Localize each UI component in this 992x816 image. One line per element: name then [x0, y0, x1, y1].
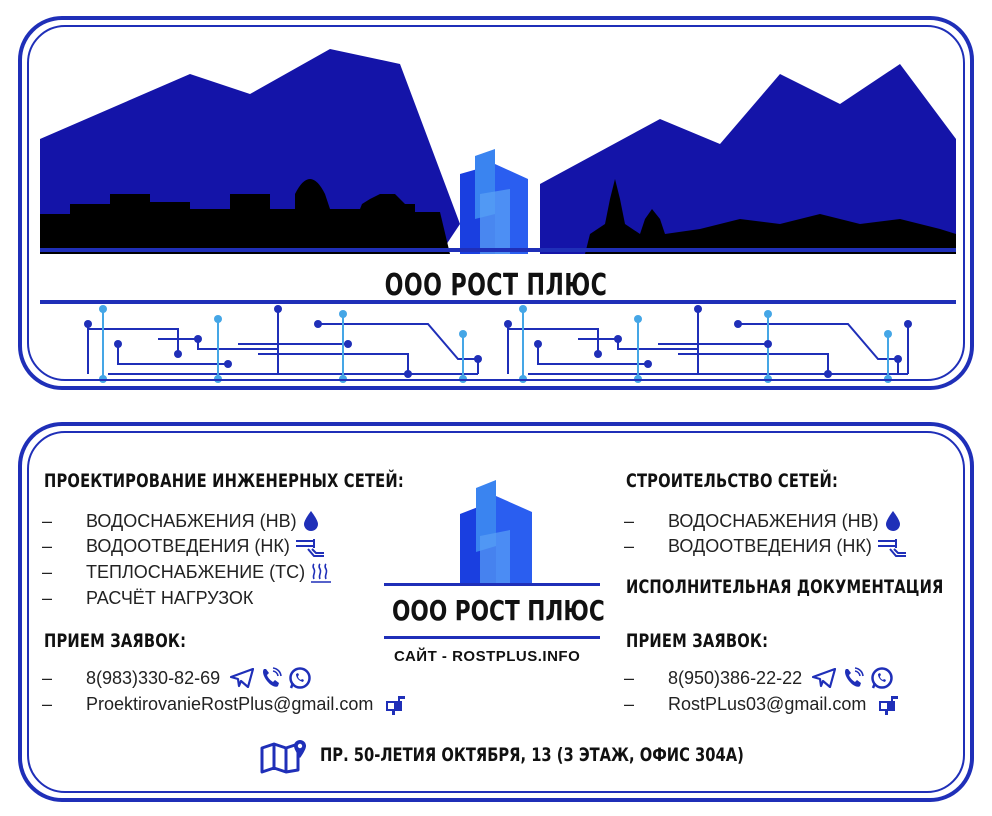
whatsapp-icon[interactable] [288, 666, 312, 690]
right-email-row: – RostPLus03@gmail.com [624, 694, 900, 715]
left-phone-link[interactable]: 8(983)330-82-69 [86, 667, 221, 688]
viber-icon[interactable] [842, 667, 864, 689]
left-service-item: – ТЕПЛОСНАБЖЕНИЕ (ТС) [42, 562, 333, 583]
design-heading: ПРОЕКТИРОВАНИЕ ИНЖЕНЕРНЫХ СЕТЕЙ: [44, 470, 404, 492]
left-email-link[interactable]: ProektirovanieRostPlus@gmail.com [86, 694, 374, 714]
left-requests-heading: ПРИЕМ ЗАЯВОК: [44, 630, 187, 652]
pipe-flow-icon [877, 537, 908, 557]
right-service-item: – ВОДОСНАБЖЕНИЯ (НВ) [624, 510, 901, 532]
heat-icon [311, 562, 333, 583]
right-email-link[interactable]: RostPLus03@gmail.com [668, 694, 867, 714]
left-service-item: – РАСЧЁТ НАГРУЗОК [42, 588, 254, 608]
water-drop-icon [303, 510, 319, 532]
circuit-pattern-decoration [84, 305, 912, 383]
building-logo-icon [460, 480, 532, 586]
mailbox-icon [385, 695, 407, 715]
left-email-row: – ProektirovanieRostPlus@gmail.com [42, 694, 407, 715]
left-phone-row: – 8(983)330-82-69 [42, 666, 312, 690]
center-divider-top [384, 583, 600, 586]
docs-heading: ИСПОЛНИТЕЛЬНАЯ ДОКУМЕНТАЦИЯ [626, 576, 944, 598]
map-pin-icon [260, 738, 310, 779]
right-phone-link[interactable]: 8(950)386-22-22 [668, 667, 803, 688]
telegram-icon[interactable] [812, 668, 837, 688]
whatsapp-icon[interactable] [870, 666, 894, 690]
company-name-center: ООО РОСТ ПЛЮС [392, 594, 605, 627]
pipe-flow-icon [295, 537, 326, 557]
bottom-business-card: ПРОЕКТИРОВАНИЕ ИНЖЕНЕРНЫХ СЕТЕЙ: – ВОДОС… [18, 422, 974, 802]
right-phone-row: – 8(950)386-22-22 [624, 666, 894, 690]
top-business-card: ООО РОСТ ПЛЮС [18, 16, 974, 390]
left-service-item: – ВОДООТВЕДЕНИЯ (НК) [42, 536, 326, 557]
divider-line-upper [40, 248, 956, 252]
water-drop-icon [885, 510, 901, 532]
website-label[interactable]: САЙТ - ROSTPLUS.INFO [394, 648, 581, 665]
viber-icon[interactable] [260, 667, 282, 689]
mountain-skyline-illustration [40, 49, 956, 254]
company-name-top: ООО РОСТ ПЛЮС [384, 268, 608, 303]
office-address: ПР. 50-ЛЕТИЯ ОКТЯБРЯ, 13 (3 ЭТАЖ, ОФИС 3… [320, 744, 744, 766]
telegram-icon[interactable] [230, 668, 255, 688]
left-service-item: – ВОДОСНАБЖЕНИЯ (НВ) [42, 510, 319, 532]
divider-line-lower [40, 300, 956, 304]
mailbox-icon [878, 695, 900, 715]
construction-heading: СТРОИТЕЛЬСТВО СЕТЕЙ: [626, 470, 839, 492]
right-requests-heading: ПРИЕМ ЗАЯВОК: [626, 630, 769, 652]
right-service-item: – ВОДООТВЕДЕНИЯ (НК) [624, 536, 908, 557]
center-divider-bottom [384, 636, 600, 639]
